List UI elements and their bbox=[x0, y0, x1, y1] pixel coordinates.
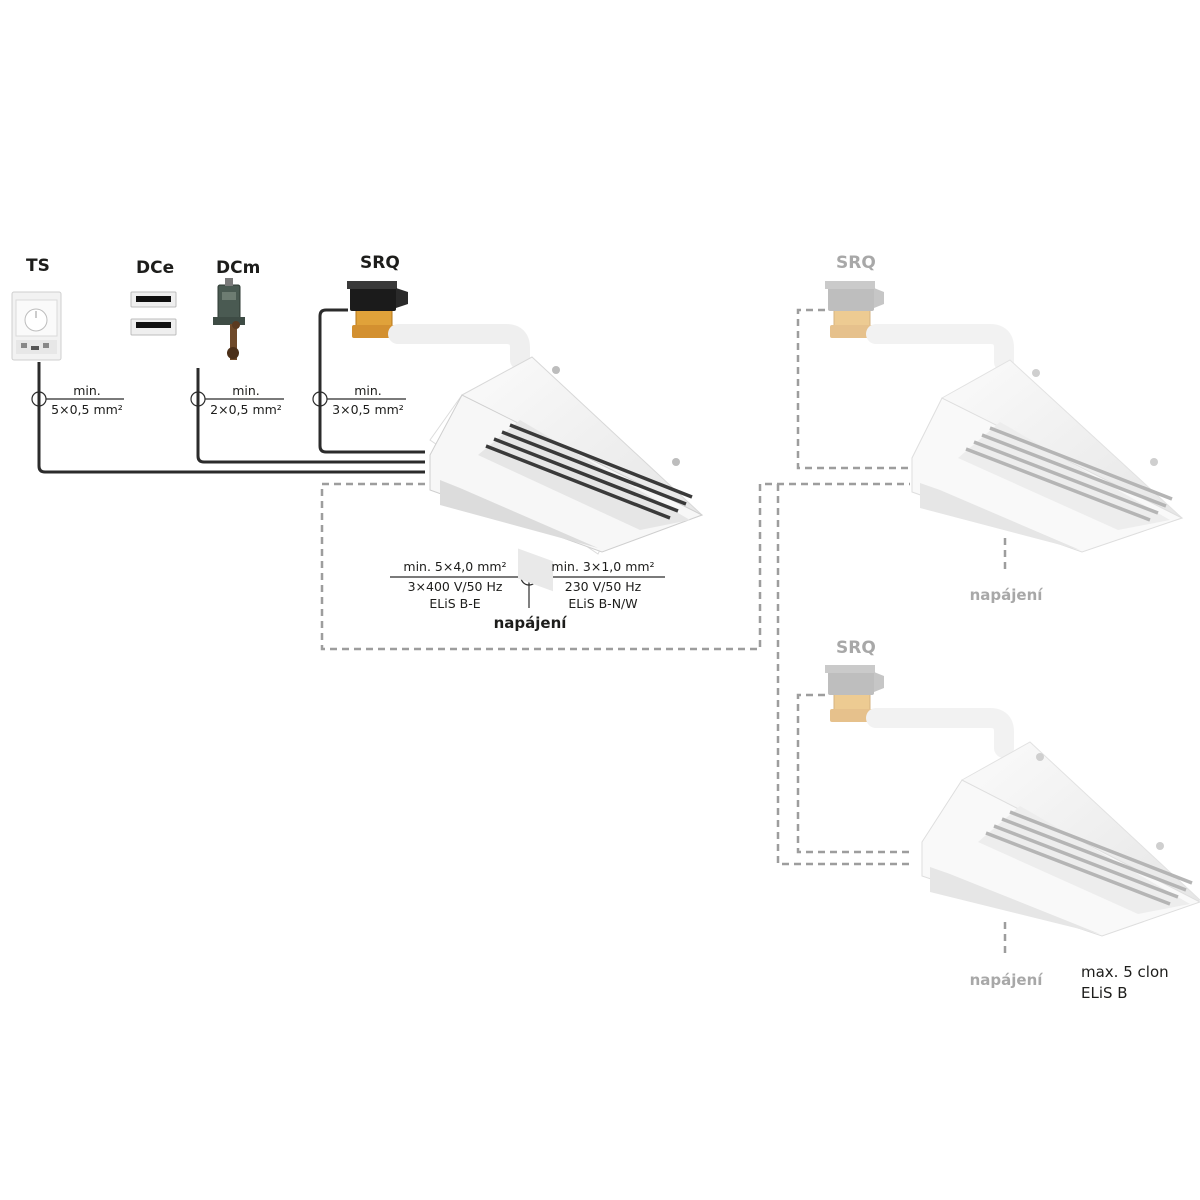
valve-srq-third bbox=[825, 665, 884, 722]
cable-srq-min: min. bbox=[354, 383, 382, 398]
pipe-second bbox=[866, 324, 1014, 372]
thermostat-ts bbox=[11, 291, 62, 361]
note-model: ELiS B bbox=[1081, 984, 1128, 1002]
pipe-third bbox=[866, 708, 1014, 758]
label-dcm: DCm bbox=[216, 258, 261, 278]
cable-ts-size: 5×0,5 mm² bbox=[51, 402, 123, 417]
power-right-model: ELiS B-N/W bbox=[568, 596, 638, 611]
power-label-unit2: napájení bbox=[969, 586, 1043, 604]
label-ts: TS bbox=[26, 256, 50, 276]
cable-markers bbox=[31, 391, 406, 407]
power-label-unit3: napájení bbox=[969, 971, 1043, 989]
pipe-main bbox=[388, 324, 530, 370]
air-curtain-unit-main bbox=[429, 356, 704, 592]
power-left-model: ELiS B-E bbox=[429, 596, 481, 611]
dashed-bus bbox=[320, 308, 1007, 955]
label-srq-main: SRQ bbox=[360, 253, 400, 273]
valve-srq-main bbox=[347, 281, 408, 338]
door-switch-dcm bbox=[213, 278, 245, 360]
power-label-main: napájení bbox=[493, 614, 567, 632]
power-left-voltage: 3×400 V/50 Hz bbox=[407, 579, 503, 594]
power-right-voltage: 230 V/50 Hz bbox=[564, 579, 642, 594]
air-curtain-unit-third bbox=[921, 741, 1200, 937]
label-srq-third: SRQ bbox=[836, 638, 876, 658]
door-contact-dce bbox=[130, 291, 177, 336]
power-right-cable: min. 3×1,0 mm² bbox=[551, 559, 655, 574]
air-curtain-unit-second bbox=[911, 359, 1184, 553]
label-dce: DCe bbox=[136, 258, 175, 278]
cable-dcm-size: 2×0,5 mm² bbox=[210, 402, 282, 417]
note-max-units: max. 5 clon bbox=[1081, 963, 1169, 981]
label-srq-second: SRQ bbox=[836, 253, 876, 273]
power-left-cable: min. 5×4,0 mm² bbox=[403, 559, 507, 574]
control-wires bbox=[37, 308, 425, 474]
cable-srq-size: 3×0,5 mm² bbox=[332, 402, 404, 417]
valve-srq-second bbox=[825, 281, 884, 338]
cable-dcm-min: min. bbox=[232, 383, 260, 398]
cable-ts-min: min. bbox=[73, 383, 101, 398]
